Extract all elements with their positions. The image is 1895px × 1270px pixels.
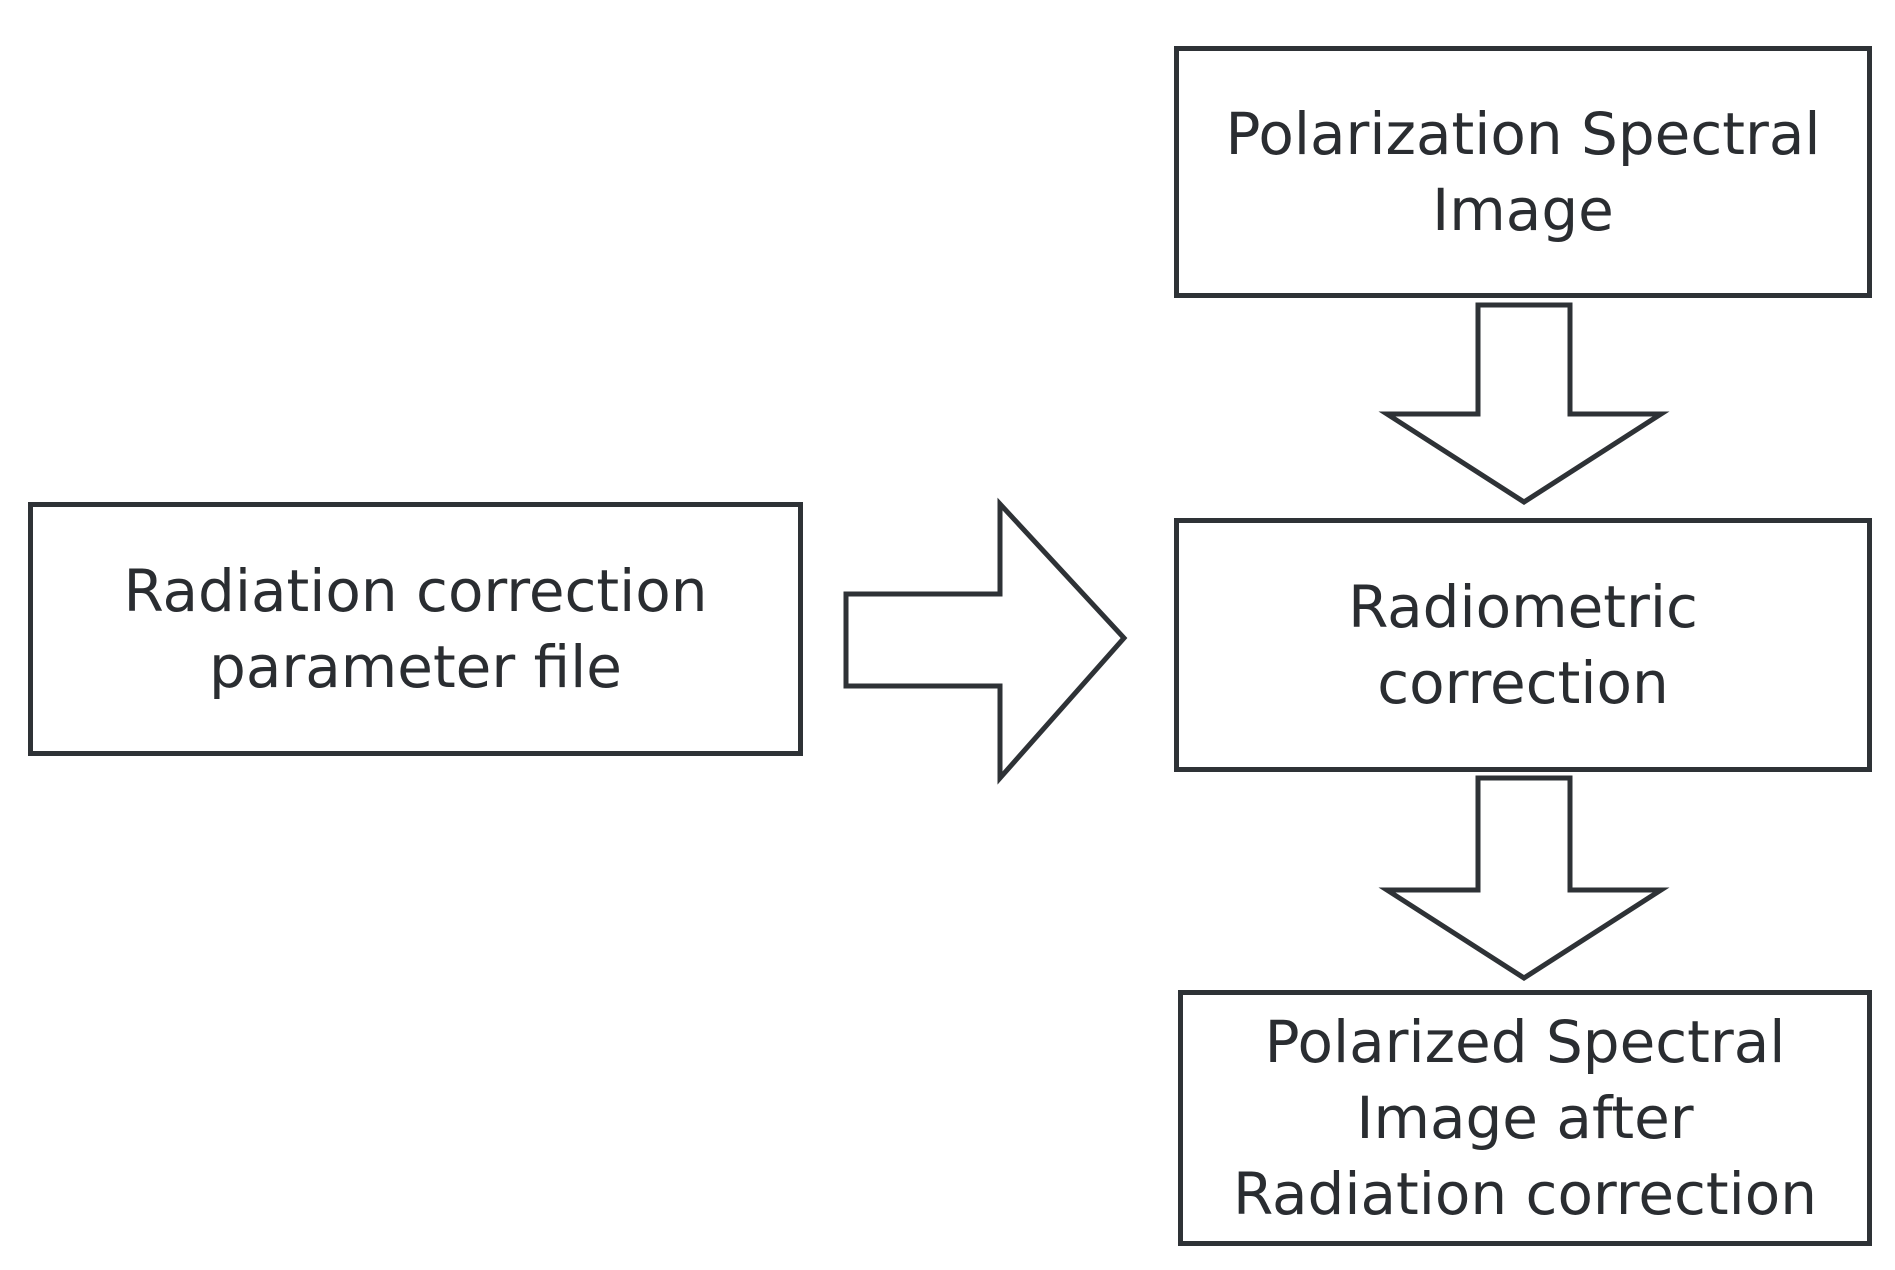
node-label-line: parameter file bbox=[209, 633, 622, 701]
node-radiation-correction-parameter-file: Radiation correction parameter file bbox=[28, 502, 803, 756]
node-label-line: Polarized Spectral bbox=[1264, 1008, 1786, 1076]
node-label-line: Radiometric bbox=[1348, 573, 1698, 641]
node-label-line: Image bbox=[1432, 176, 1614, 244]
node-label-line: Polarization Spectral bbox=[1225, 100, 1821, 168]
node-label-line: Radiation correction bbox=[123, 557, 708, 625]
node-corrected-polarized-spectral-image: Polarized Spectral Image after Radiation… bbox=[1178, 990, 1872, 1246]
arrow-parameter-to-process bbox=[843, 497, 1128, 785]
arrow-process-to-output bbox=[1378, 775, 1670, 981]
node-polarization-spectral-image: Polarization Spectral Image bbox=[1174, 46, 1872, 298]
arrow-input-to-process bbox=[1378, 302, 1670, 505]
node-label-line: correction bbox=[1377, 649, 1669, 717]
node-label-line: Image after bbox=[1356, 1084, 1694, 1152]
node-radiometric-correction: Radiometric correction bbox=[1174, 518, 1872, 772]
node-label-line: Radiation correction bbox=[1232, 1160, 1818, 1228]
